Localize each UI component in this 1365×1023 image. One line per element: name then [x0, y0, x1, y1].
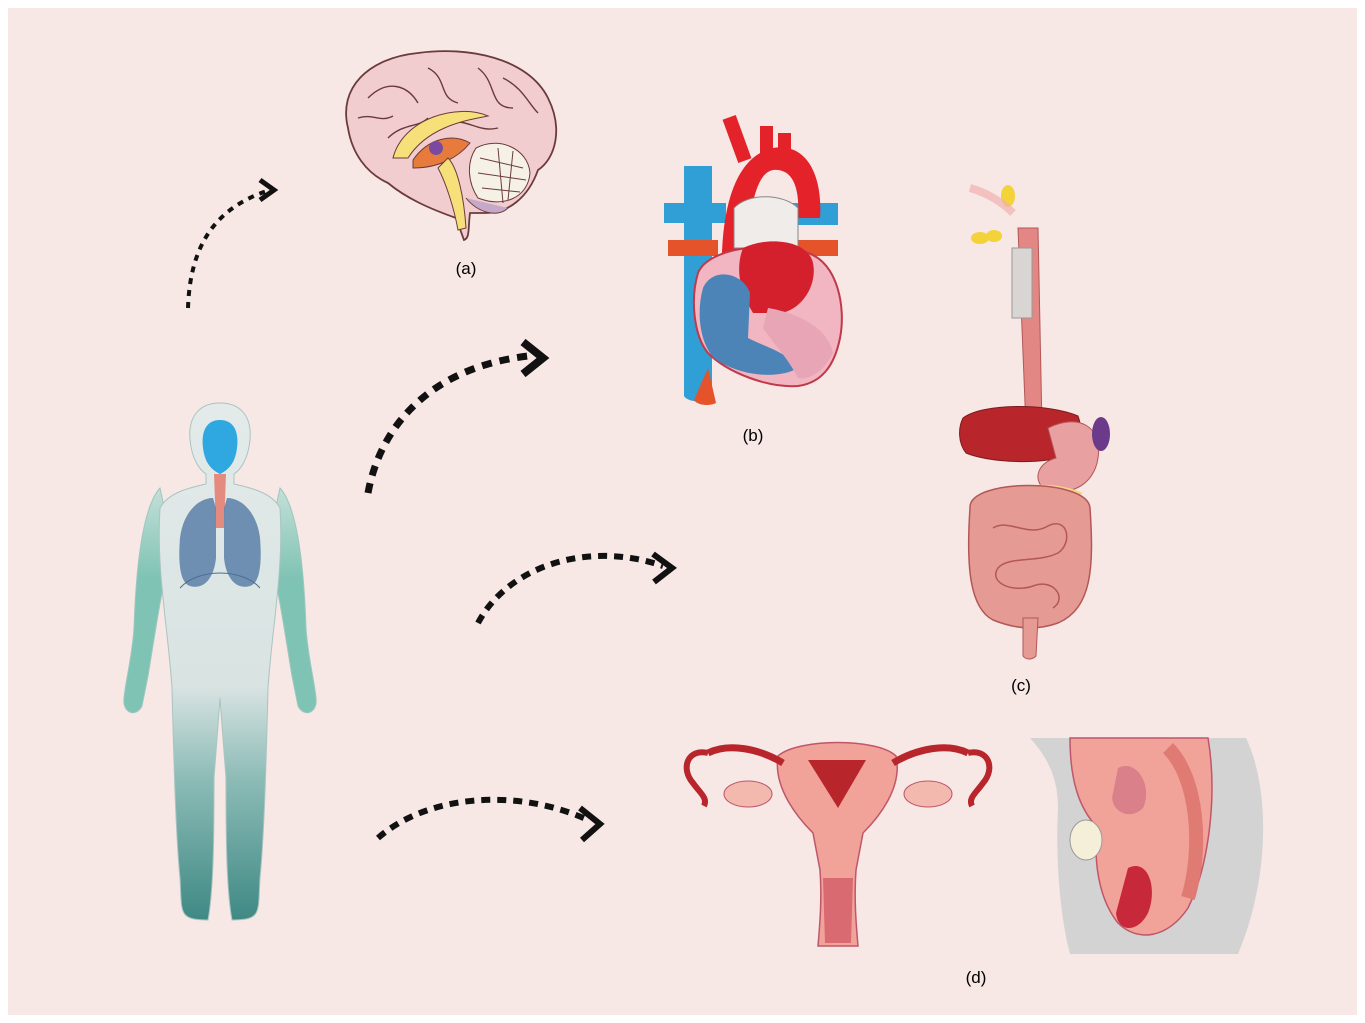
- arrow-to-heart: [368, 342, 543, 493]
- arrow-to-digestive: [478, 554, 672, 623]
- arrow-to-reproductive: [378, 800, 600, 840]
- diagram-canvas: (a) (b): [8, 8, 1357, 1015]
- female-reproductive-system-icon: [687, 743, 990, 947]
- heart-cross-section-icon: [664, 115, 842, 405]
- digestive-system-icon: [960, 185, 1110, 659]
- arrow-to-brain: [188, 180, 274, 308]
- diagram-svg: (a) (b): [8, 8, 1357, 1015]
- brain-sagittal-icon: [346, 51, 556, 240]
- label-c: (c): [1011, 676, 1031, 695]
- pelvis-sagittal-icon: [1030, 738, 1263, 954]
- label-d: (d): [966, 968, 987, 987]
- label-a: (a): [456, 259, 477, 278]
- human-body-silhouette-icon: [124, 403, 316, 920]
- label-b: (b): [743, 426, 764, 445]
